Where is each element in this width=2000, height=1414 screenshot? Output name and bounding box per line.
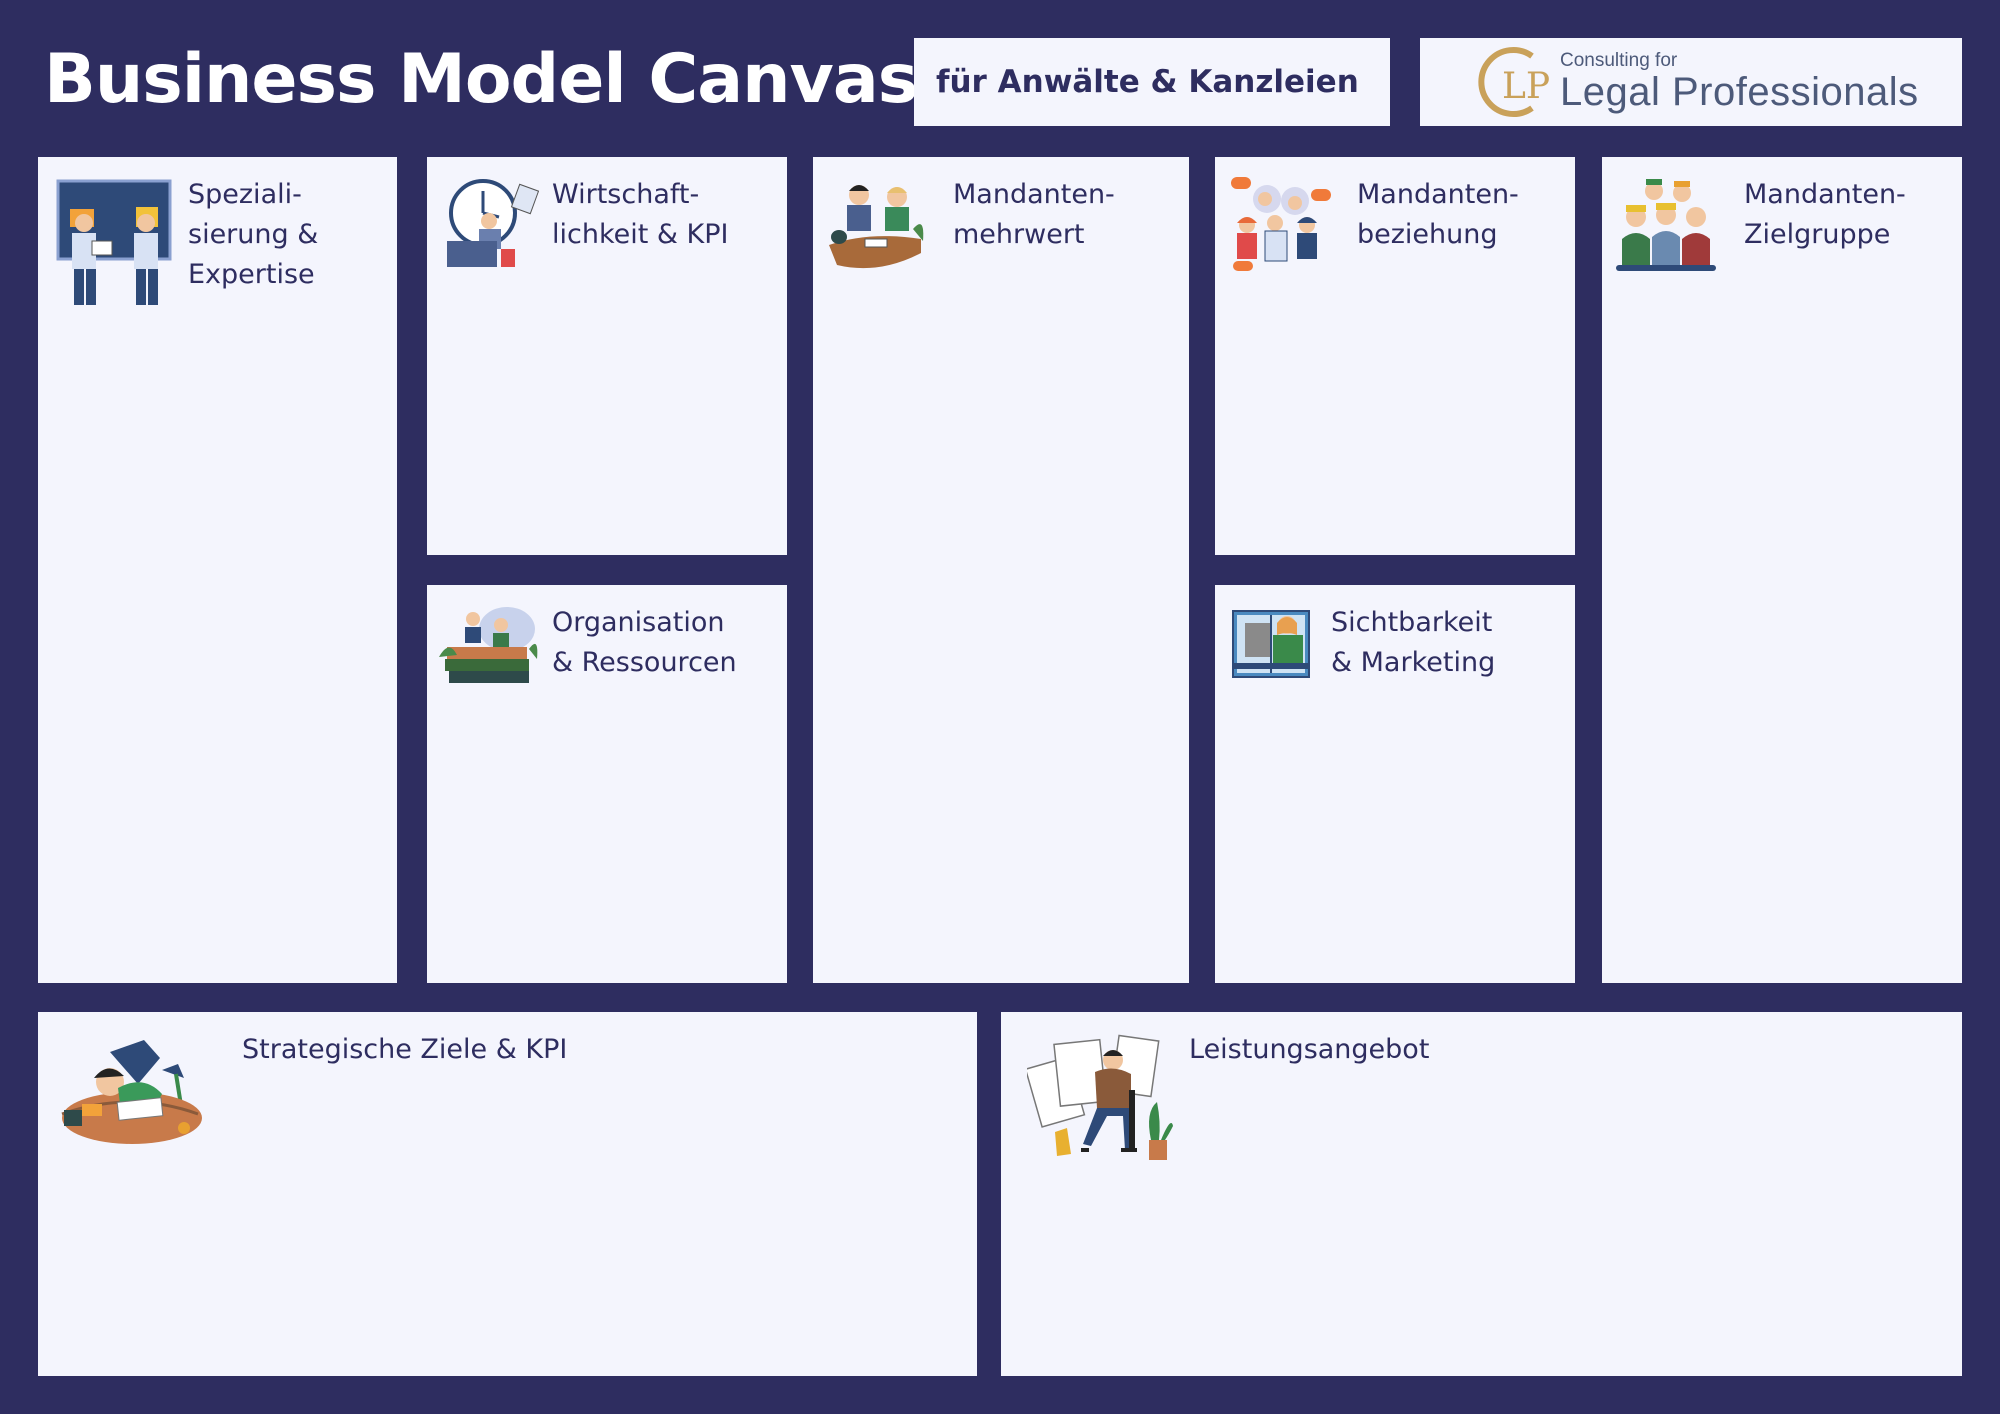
chair-plans-icon <box>1027 1034 1173 1160</box>
card-target-group[interactable]: Mandanten- Zielgruppe <box>1602 157 1962 983</box>
card-strategic-goals[interactable]: Strategische Ziele & KPI <box>38 1012 977 1376</box>
card-label: Sichtbarkeit & Marketing <box>1331 607 1496 678</box>
card-client-value[interactable]: Mandanten- mehrwert <box>813 157 1189 983</box>
strategy-meeting-icon <box>56 179 172 305</box>
lp-monogram-icon: LP <box>1478 47 1550 117</box>
books-team-icon <box>439 607 538 683</box>
card-organisation[interactable]: Organisation & Ressourcen <box>427 585 787 983</box>
group-people-icon <box>1616 179 1716 271</box>
page-title: Business Model Canvas <box>44 40 918 119</box>
card-label: Wirtschaft- lichkeit & KPI <box>552 179 729 250</box>
logo: LP Consulting for Legal Professionals <box>1420 38 1962 126</box>
logo-big-text: Legal Professionals <box>1560 70 1919 114</box>
card-label: Strategische Ziele & KPI <box>242 1034 568 1065</box>
svg-text:LP: LP <box>1502 66 1550 107</box>
clock-work-icon <box>447 179 539 267</box>
desk-sleeping-icon <box>61 1040 202 1144</box>
logo-small-text: Consulting for <box>1560 50 1678 71</box>
card-label: Leistungsangebot <box>1189 1034 1430 1065</box>
window-marketing-icon <box>1232 610 1310 678</box>
card-label: Mandanten- beziehung <box>1357 179 1519 250</box>
card-visibility[interactable]: Sichtbarkeit & Marketing <box>1215 585 1575 983</box>
subtitle-box: für Anwälte & Kanzleien <box>914 38 1390 126</box>
card-label: Mandanten- mehrwert <box>953 179 1115 250</box>
card-label: Organisation & Ressourcen <box>552 607 737 678</box>
card-services[interactable]: Leistungsangebot <box>1001 1012 1962 1376</box>
card-specialization[interactable]: Speziali- sierung & Expertise <box>38 157 397 983</box>
people-chat-icon <box>1231 177 1331 271</box>
card-client-relationship[interactable]: Mandanten- beziehung <box>1215 157 1575 555</box>
card-label: Mandanten- Zielgruppe <box>1744 179 1906 250</box>
clients-meeting-icon <box>829 185 924 269</box>
card-label: Speziali- sierung & Expertise <box>188 179 319 290</box>
card-economics[interactable]: Wirtschaft- lichkeit & KPI <box>427 157 787 555</box>
subtitle-text: für Anwälte & Kanzleien <box>936 64 1359 100</box>
